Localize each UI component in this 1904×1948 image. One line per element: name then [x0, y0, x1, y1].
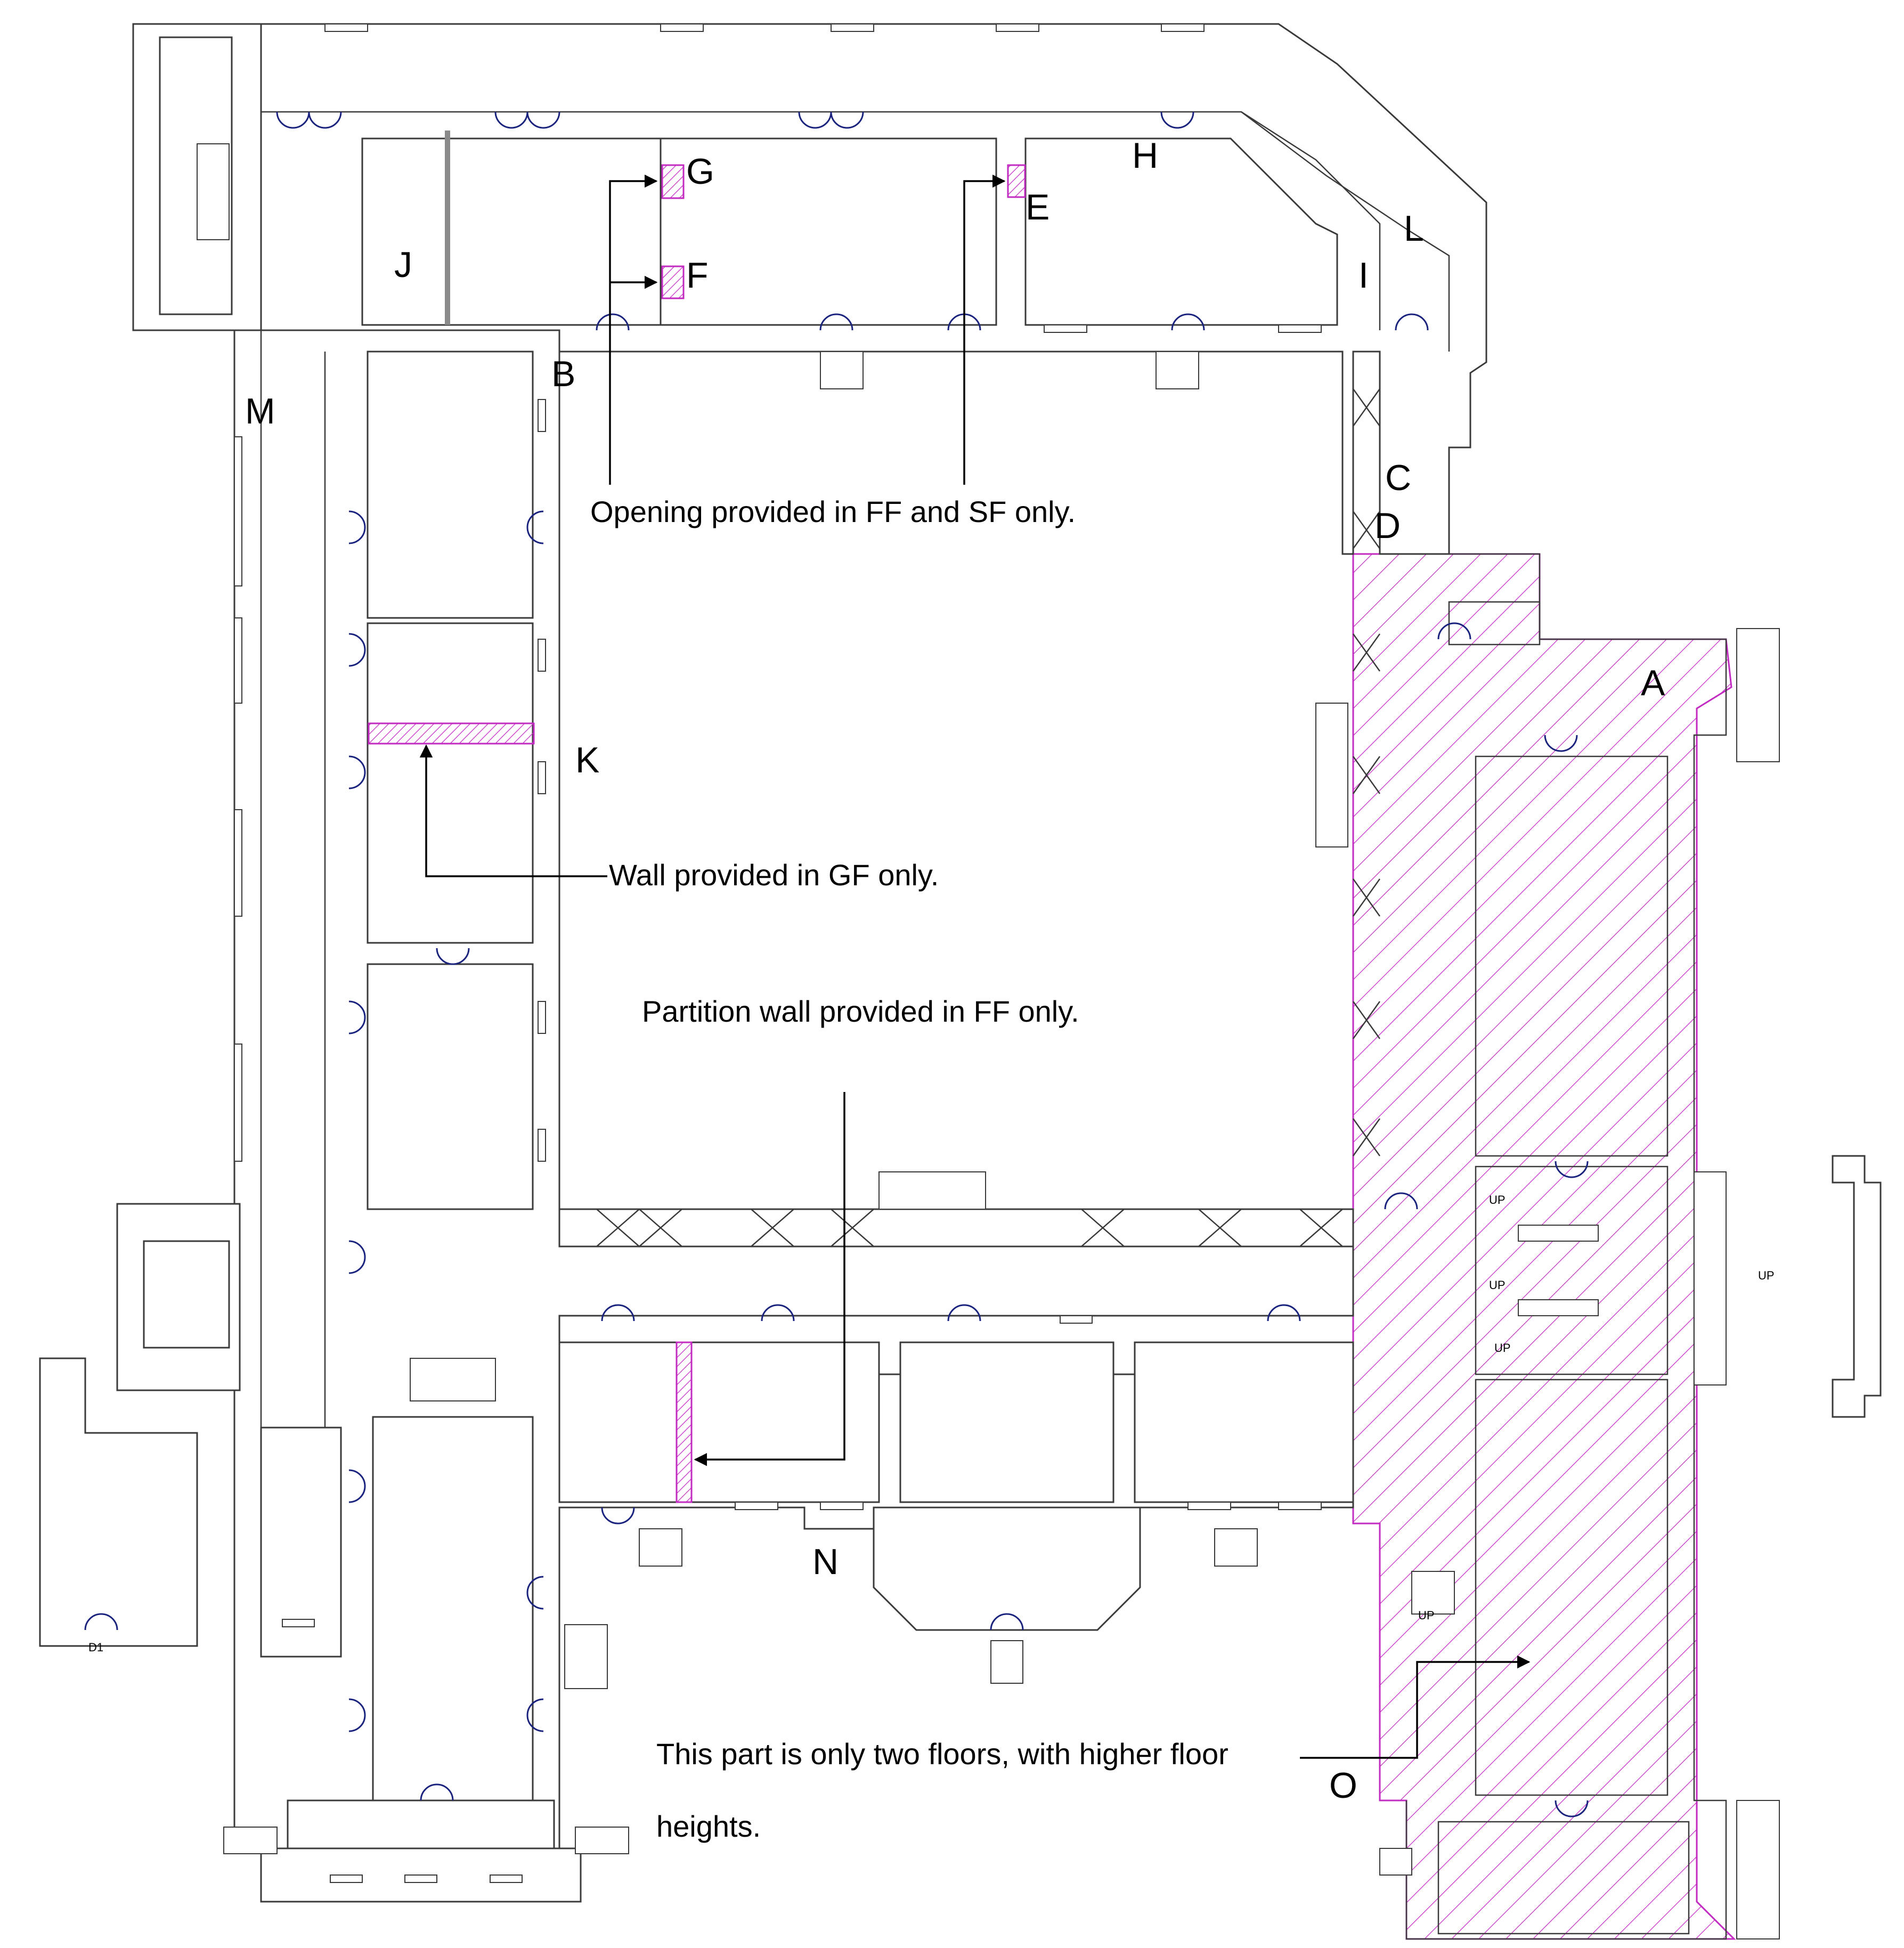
doors: [84, 111, 1589, 1817]
label-c: C: [1385, 458, 1411, 498]
label-i: I: [1358, 255, 1369, 296]
label-m: M: [245, 391, 275, 431]
stair-up-4: UP: [1758, 1269, 1775, 1282]
label-o: O: [1329, 1765, 1357, 1806]
label-k: K: [575, 740, 599, 780]
zone-labels: A B C D E F G H I J K L M N O: [245, 135, 1665, 1806]
note-wall-gf: Wall provided in GF only.: [609, 858, 939, 892]
stair-up-3: UP: [1494, 1341, 1511, 1355]
leader-lines: [419, 174, 1531, 1759]
label-l: L: [1404, 208, 1424, 249]
label-j: J: [394, 244, 412, 285]
windows: [234, 23, 1322, 1883]
highlighted-elements: [368, 131, 1026, 1503]
label-d: D: [1374, 506, 1401, 546]
opening-e: [1007, 164, 1026, 198]
label-n: N: [812, 1542, 839, 1582]
partition-ff-only: [676, 1341, 693, 1503]
opening-f: [661, 265, 685, 299]
stair-up-5: UP: [1418, 1609, 1435, 1622]
stairs: [223, 351, 1780, 1939]
stair-up-2: UP: [1489, 1278, 1506, 1292]
label-a: A: [1641, 663, 1665, 703]
label-e: E: [1026, 187, 1049, 227]
note-opening: Opening provided in FF and SF only.: [590, 495, 1076, 528]
two-floor-wing-hatched: [1352, 553, 1736, 1940]
stair-marks: UP UP UP UP UP D1: [88, 1193, 1775, 1654]
note-two-floors-line2: heights.: [656, 1810, 761, 1843]
label-g: G: [686, 151, 714, 192]
label-b: B: [551, 354, 575, 394]
crossed-windows: [596, 388, 1381, 1247]
note-two-floors-line1: This part is only two floors, with highe…: [656, 1737, 1228, 1771]
note-partition-ff: Partition wall provided in FF only.: [642, 995, 1079, 1028]
label-f: F: [686, 255, 709, 296]
label-h: H: [1132, 135, 1158, 176]
wall-gf-only: [368, 722, 535, 745]
annotation-notes: Opening provided in FF and SF only. Wall…: [590, 495, 1228, 1843]
wall-bar-j: [445, 131, 450, 325]
opening-g: [661, 164, 685, 199]
door-tag-d1: D1: [88, 1641, 103, 1654]
stair-up-1: UP: [1489, 1193, 1506, 1207]
